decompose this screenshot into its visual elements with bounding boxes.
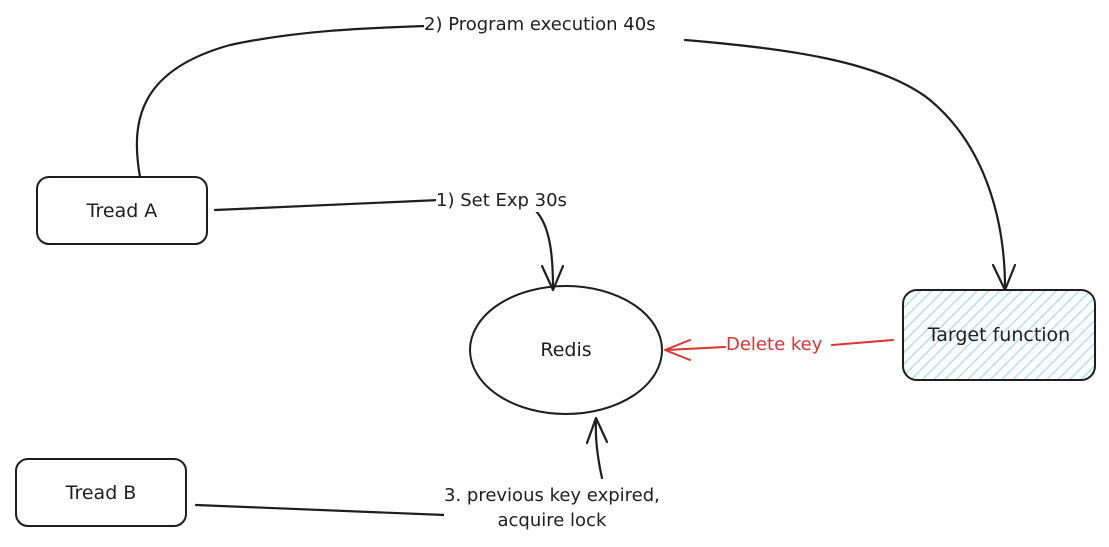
acquire-lock-arrowhead xyxy=(585,416,609,445)
set-exp-arrow-curve xyxy=(533,208,555,290)
acquire-lock-arrow xyxy=(194,503,447,517)
acquire-lock-arrow-up xyxy=(594,418,604,480)
program-execution-arrowhead xyxy=(991,263,1017,292)
delete-key-label: Delete key xyxy=(726,334,823,356)
program-execution-arrow xyxy=(135,24,427,179)
redis-ellipse[interactable] xyxy=(469,285,663,415)
target-function-label: Target function xyxy=(927,324,1071,346)
program-execution-arrow-tail xyxy=(683,38,1007,290)
delete-key-arrow xyxy=(831,339,894,346)
redis-label: Redis xyxy=(540,339,592,361)
thread-b-box[interactable] xyxy=(15,458,187,527)
set-exp-arrow xyxy=(213,198,442,212)
set-exp-arrowhead xyxy=(540,264,565,292)
set-exp-label: 1) Set Exp 30s xyxy=(436,190,567,212)
thread-a-label: Tread A xyxy=(86,199,158,222)
acquire-lock-label: 3. previous key expired, acquire lock xyxy=(444,483,660,533)
delete-key-arrowhead xyxy=(664,339,691,361)
thread-b-label: Tread B xyxy=(65,481,137,504)
program-execution-label: 2) Program execution 40s xyxy=(424,14,656,36)
target-function-box[interactable] xyxy=(902,289,1096,381)
delete-key-arrow-left xyxy=(665,346,726,351)
thread-a-box[interactable] xyxy=(36,176,208,245)
